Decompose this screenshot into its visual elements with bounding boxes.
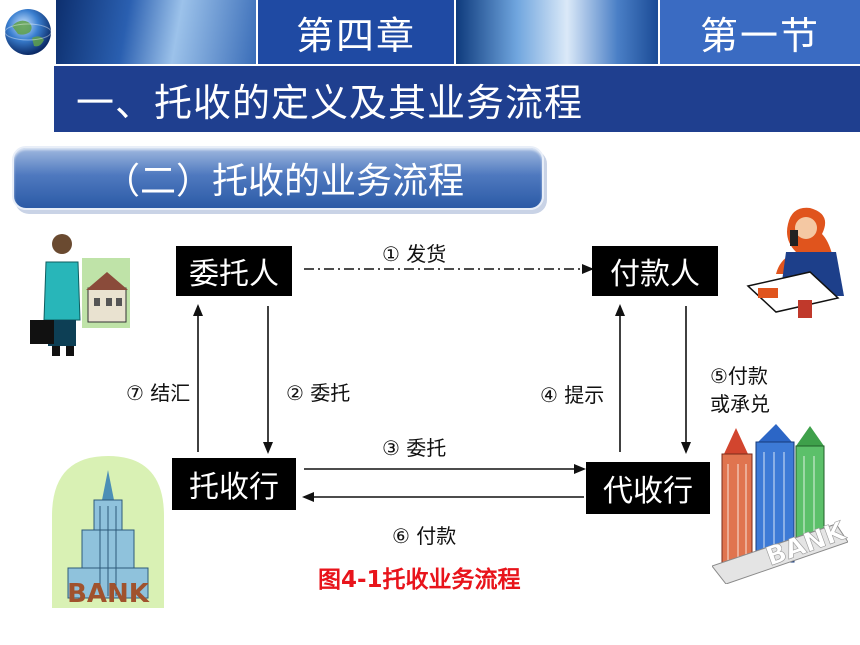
woman-on-phone-illustration: [746, 207, 844, 318]
subtitle-pill: （二）托收的业务流程: [12, 146, 544, 210]
bank-tower-illustration: BANK: [52, 456, 164, 608]
label-step5-line2: 或承兑: [710, 392, 770, 416]
header-image-keyboard: [56, 0, 256, 64]
node-collecting-bank: 代收行: [586, 462, 710, 514]
figure-caption: 图4-1托收业务流程: [318, 567, 521, 593]
chapter-label: 第四章: [258, 0, 454, 64]
node-drawee: 付款人: [592, 246, 718, 296]
page-title: 一、托收的定义及其业务流程: [54, 66, 860, 132]
bank-sign: BANK: [67, 579, 150, 608]
label-step2: ② 委托: [286, 381, 351, 405]
label-step6: ⑥ 付款: [392, 524, 457, 548]
label-step7: ⑦ 结汇: [126, 381, 191, 405]
label-step5-line1: ⑤付款: [710, 364, 768, 388]
section-label: 第一节: [660, 0, 860, 64]
node-remitting-bank: 托收行: [172, 458, 296, 510]
label-step3: ③ 委托: [382, 436, 447, 460]
bank-buildings-illustration: BANK: [712, 424, 848, 584]
globe-icon: [0, 0, 56, 64]
label-step4: ④ 提示: [540, 383, 605, 407]
node-principal: 委托人: [176, 246, 292, 296]
businesswoman-illustration: [30, 234, 130, 356]
label-step1: ① 发货: [382, 242, 447, 266]
header-image-buildings: [456, 0, 658, 64]
